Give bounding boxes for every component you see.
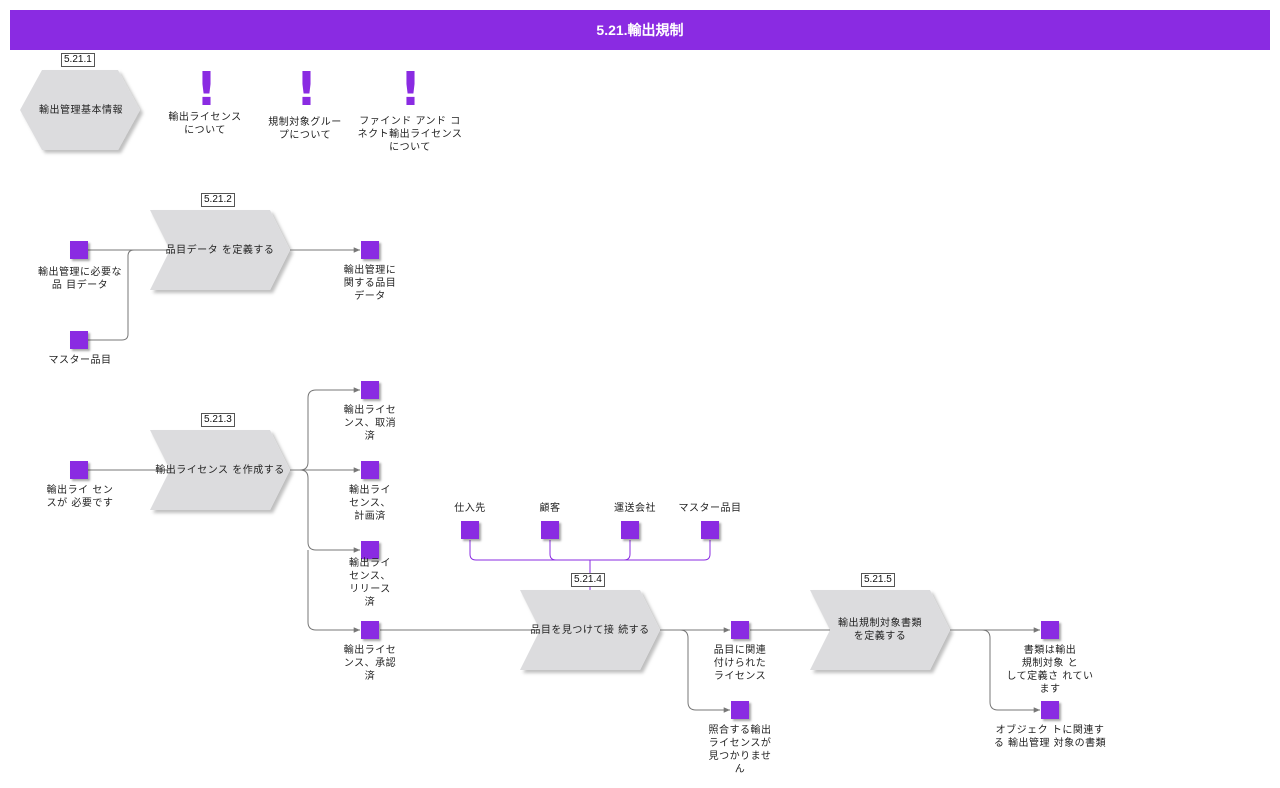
data-object-label: 輸出ライ セン スが 必要です (46, 485, 114, 509)
data-object-label: 輸出ライセ ンス、取消 済 (343, 405, 397, 442)
exclamation-icon[interactable]: ! (296, 62, 317, 116)
data-object-square[interactable] (541, 521, 559, 539)
data-object-square[interactable] (1041, 701, 1059, 719)
process-shape-5-21-3[interactable] (150, 430, 290, 510)
data-object-square[interactable] (731, 701, 749, 719)
connectors-5-21-3 (88, 387, 360, 633)
data-object-label: マスター品目 (678, 503, 742, 514)
data-object-square[interactable] (361, 621, 379, 639)
process-label-5-21-5: 輸出規制対象書類 を定義する (838, 618, 922, 642)
data-object-label: 輸出管理に 関する品目 データ (343, 265, 397, 302)
section-tag-5-21-4: 5.21.4 (571, 573, 605, 587)
data-object-label: 照合する輸出 ライセンスが 見つかりませ ん (708, 725, 772, 775)
data-object-square[interactable] (361, 461, 379, 479)
data-object-square[interactable] (621, 521, 639, 539)
data-object-label: 輸出管理に必要な 品 目データ (38, 267, 122, 291)
data-object-label: 仕入先 (454, 503, 486, 514)
note-label-export-license: 輸出ライセンス について (168, 112, 242, 136)
note-label-find-connect: ファインド アンド コ ネクト輸出ライセンス について (357, 116, 463, 153)
data-object-label: 品目に関連 付けられた ライセンス (713, 645, 767, 682)
info-hexagon[interactable] (20, 70, 140, 150)
data-object-square[interactable] (461, 521, 479, 539)
data-object-label: 運送会社 (614, 503, 656, 514)
data-object-square[interactable] (731, 621, 749, 639)
section-tag-5-21-3: 5.21.3 (201, 413, 235, 427)
connectors-5-21-4 (380, 627, 830, 713)
data-object-label: オブジェク トに関連す る 輸出管理 対象の書類 (993, 725, 1107, 749)
data-object-square[interactable] (701, 521, 719, 539)
section-tag-5-21-1: 5.21.1 (61, 53, 95, 67)
connectors-5-21-5 (950, 627, 1040, 713)
note-label-control-group: 規制対象グルー プについて (268, 117, 342, 141)
data-object-label: 輸出ライセ ンス、承認 済 (343, 645, 397, 682)
data-object-square[interactable] (70, 241, 88, 259)
section-tag-5-21-2: 5.21.2 (201, 193, 235, 207)
data-object-label: 輸出ライ センス、 計画済 (349, 485, 391, 522)
process-label-5-21-3: 輸出ライセンス を作成する (155, 464, 285, 476)
data-object-label: 顧客 (539, 503, 561, 514)
process-label-5-21-4: 品目を見つけて接 続する (530, 624, 650, 636)
process-shape-5-21-2[interactable] (150, 210, 290, 290)
process-label-5-21-2: 品目データ を定義する (165, 244, 275, 256)
section-tag-5-21-5: 5.21.5 (861, 573, 895, 587)
data-object-square[interactable] (361, 241, 379, 259)
data-object-square[interactable] (361, 541, 379, 559)
page-title: 5.21.輸出規制 (10, 10, 1270, 50)
data-object-square[interactable] (70, 461, 88, 479)
data-object-label: 書類は輸出 規制対象 と して定義さ れてい ます (1006, 645, 1094, 695)
process-shape-5-21-5[interactable] (810, 590, 950, 670)
hexagon-label: 輸出管理基本情報 (39, 104, 123, 116)
process-shape-5-21-4[interactable] (520, 590, 660, 670)
data-object-square[interactable] (361, 381, 379, 399)
exclamation-icon[interactable]: ! (400, 62, 421, 116)
exclamation-icon[interactable]: ! (196, 62, 217, 116)
data-object-square[interactable] (1041, 621, 1059, 639)
data-object-label: マスター品目 (48, 355, 112, 366)
data-object-square[interactable] (70, 331, 88, 349)
data-object-label: 輸出ライ センス、 リリース 済 (349, 558, 391, 608)
connectors-5-21-2 (88, 247, 360, 341)
